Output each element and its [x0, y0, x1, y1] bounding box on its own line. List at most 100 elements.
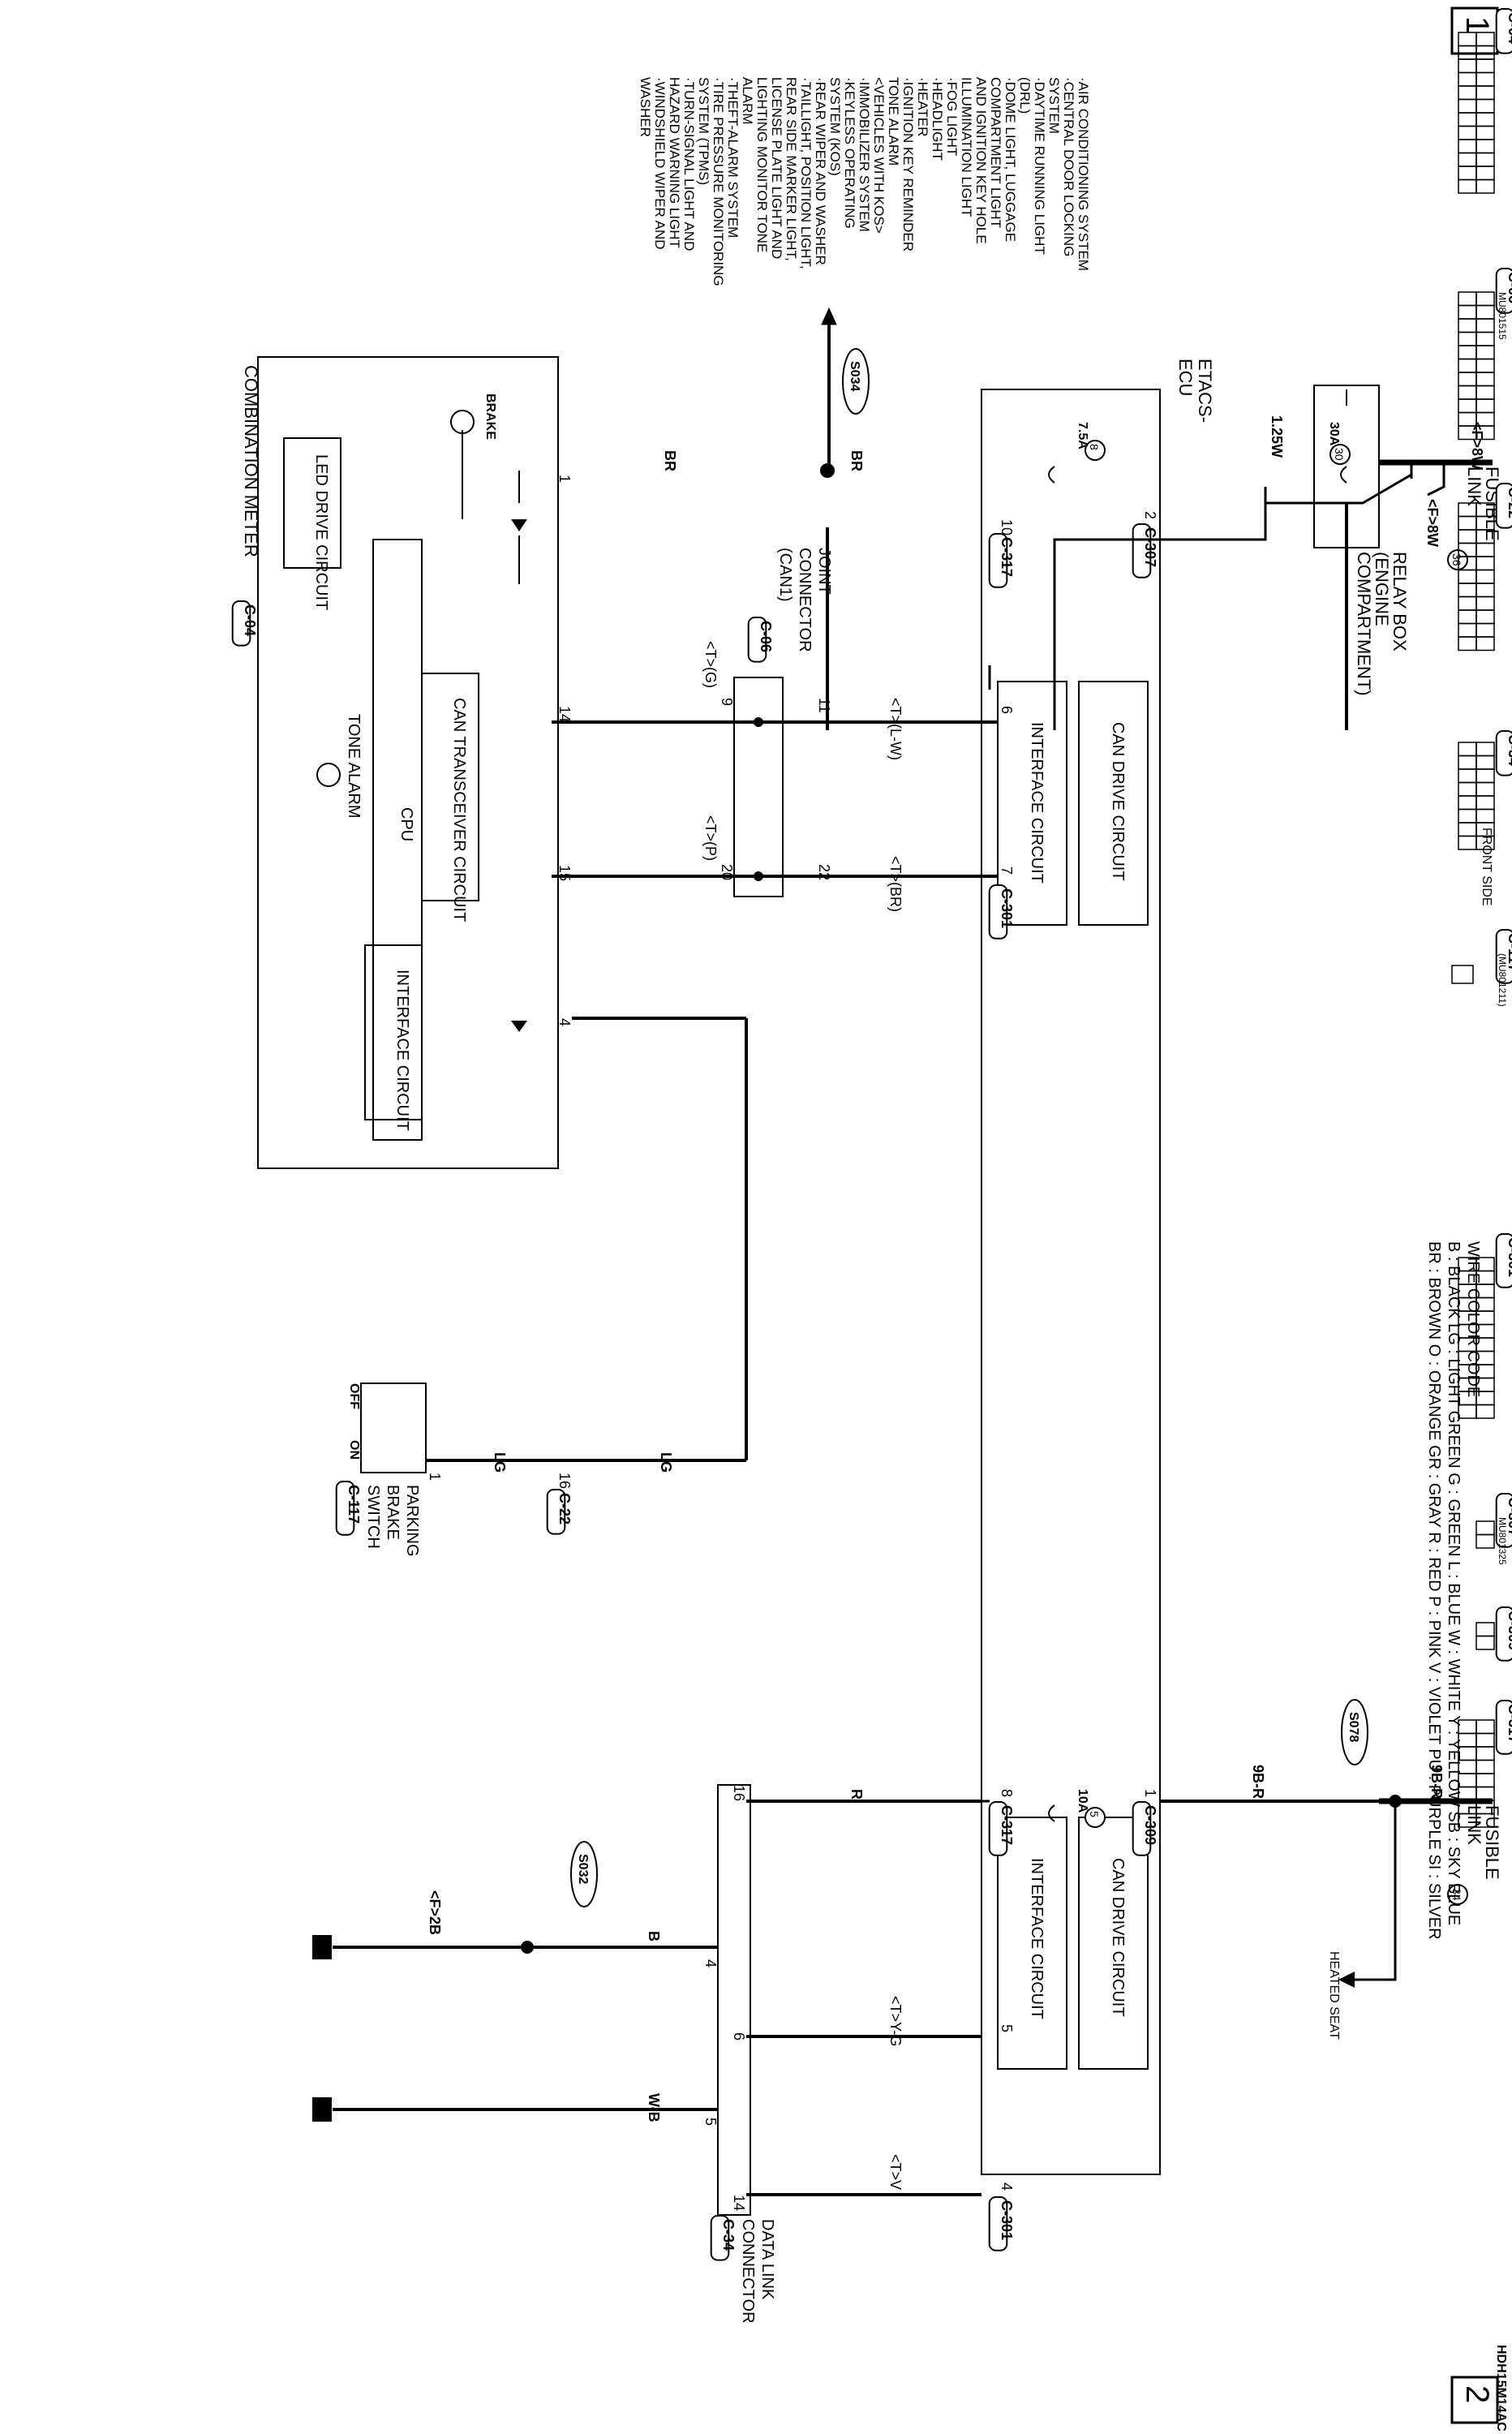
conn-view-c34-cell	[1458, 781, 1477, 797]
system-list-item: ·FOG LIGHT	[944, 77, 960, 156]
conn-view-c22-cell	[1475, 636, 1495, 652]
conn-view-c22-cell	[1475, 569, 1495, 584]
system-list-item: ·HEADLIGHT	[930, 77, 945, 161]
conn-view-c04-cell	[1475, 125, 1495, 140]
tone-alarm-icon	[316, 763, 341, 787]
fusible-link-34-num: 34	[1450, 1888, 1463, 1901]
conn-view-c317-cell	[1475, 1773, 1495, 1788]
conn-view-c04-cell	[1475, 178, 1495, 194]
conn-view-c06-label: C-06	[1506, 272, 1512, 303]
combination-meter-label: COMBINATION METER	[241, 365, 261, 557]
conn-c309-frame	[1132, 1801, 1152, 1856]
conn-view-c06-cell	[1475, 398, 1495, 414]
fuse-5-badge	[1085, 1807, 1106, 1828]
conn-view-c06-cell	[1475, 358, 1495, 373]
can-drive-label-2: CAN DRIVE CIRCUIT	[1109, 1858, 1127, 2017]
conn-view-c04-cell	[1475, 112, 1495, 127]
conn-view-c04-label: C-04	[1506, 12, 1512, 44]
diode-icon-2	[511, 1021, 527, 1032]
conn-view-c317-cell	[1475, 1759, 1495, 1774]
conn-view-c317-cell	[1475, 1746, 1495, 1761]
wire-heated-seat	[1355, 1801, 1397, 1981]
wire-label-r: R	[848, 1789, 865, 1800]
dl-pin-16: 16	[731, 1785, 747, 1801]
system-list-item: ·THEFT-ALARM SYSTEM	[725, 77, 741, 238]
ground-5-box	[312, 1935, 332, 1959]
conn-view-c22-cell	[1458, 622, 1477, 638]
data-link-connector-frame	[717, 1784, 751, 2216]
etacs-label: ETACS-	[1195, 359, 1215, 423]
conn-view-c307-cell	[1475, 1533, 1495, 1549]
conn-view-c22-cell	[1475, 583, 1495, 598]
fuse-5-num: 5	[1088, 1811, 1101, 1817]
fuse-30-badge	[1329, 444, 1351, 465]
conn-c301-b-frame	[988, 2196, 1008, 2251]
conn-view-c34-cell	[1458, 795, 1477, 811]
conn-view-c22-cell	[1458, 609, 1477, 625]
pin-22: 22	[816, 864, 832, 880]
conn-view-c04-cell	[1475, 152, 1495, 167]
fusible-link-34-label: FUSIBLE	[1482, 1805, 1502, 1880]
cpu-block	[372, 539, 423, 1141]
conn-view-c22-cell	[1475, 622, 1495, 638]
pin-1-c309: 1	[1142, 1789, 1158, 1797]
conn-view-c34-cell	[1458, 835, 1477, 850]
dl-pin-14: 14	[731, 2195, 747, 2211]
fuse-8-num: 8	[1088, 444, 1101, 450]
conn-c117: C-117	[346, 1485, 362, 1524]
system-list-item: <VEHICLES WITH KOS>	[871, 77, 887, 234]
conn-view-c22-cell	[1458, 529, 1477, 544]
switch-on-label: ON	[347, 1440, 361, 1460]
conn-view-c04-cell	[1458, 58, 1477, 74]
wire-label-br-1: BR	[848, 450, 865, 471]
fuse-30-num: 30	[1333, 448, 1346, 461]
etacs-label-2: ECU	[1175, 359, 1196, 396]
conn-c307-frame	[1132, 523, 1152, 578]
pin-4: 4	[999, 2182, 1015, 2191]
parking-brake-switch-frame	[360, 1383, 427, 1473]
conn-view-c34-cell	[1458, 808, 1477, 824]
wire-to-fuse8	[1053, 527, 1267, 730]
conn-view-c34-cell	[1475, 781, 1495, 797]
conn-view-c06-cell	[1458, 331, 1477, 346]
conn-c309: C-309	[1142, 1805, 1158, 1845]
conn-view-c117-label: C-117	[1506, 933, 1512, 972]
conn-view-c117-part: (MU801211)	[1497, 953, 1508, 1007]
relay-box-label-2: (ENGINE	[1372, 552, 1392, 626]
conn-c22-frame	[546, 1489, 566, 1535]
fusible-link-36-num: 36	[1450, 553, 1463, 566]
conn-view-c307-label-frame	[1495, 1493, 1512, 1548]
conn-view-c04-cell	[1458, 32, 1477, 47]
conn-view-c307-cell	[1475, 1520, 1495, 1536]
wire-color-code-title: WIRE COLOR CODE	[1464, 1241, 1482, 1397]
fuse-30-symbol	[1340, 466, 1347, 484]
conn-view-c34-cell	[1458, 822, 1477, 837]
conn-view-c301-label-frame	[1495, 1233, 1512, 1288]
fuse-5-rating: 10A	[1076, 1789, 1089, 1813]
system-list-item: COMPARTMENT LIGHT	[988, 77, 1003, 228]
conn-view-c34-cell	[1475, 808, 1495, 824]
brake-label: BRAKE	[483, 393, 497, 440]
system-list-item: AND IGNITION KEY HOLE	[973, 77, 989, 244]
fusible-link-36-label-2: LINK	[1464, 467, 1484, 506]
switch-off-label: OFF	[347, 1383, 361, 1409]
conn-view-c317-cell	[1458, 1813, 1477, 1828]
parking-brake-label: PARKING	[403, 1485, 421, 1557]
interface-block-2	[997, 1817, 1067, 2070]
wire-label-f2b: <F>2B	[427, 1890, 443, 1935]
conn-view-c06-cell	[1458, 385, 1477, 400]
pin-6: 6	[999, 706, 1015, 714]
brake-lamp-icon	[450, 410, 475, 434]
system-list-item: ·IMMOBILIZER SYSTEM	[857, 77, 872, 232]
led-drive-label: LED DRIVE CIRCUIT	[312, 454, 330, 610]
conn-view-c317-label-frame	[1495, 1700, 1512, 1755]
system-list-item: ·REAR WIPER AND WASHER	[813, 77, 828, 265]
wire-label-tyg: <T>Y-G	[887, 1996, 904, 2046]
fuse-30-rating: 30A	[1327, 422, 1341, 446]
system-list-item: SYSTEM	[1046, 77, 1062, 134]
parking-brake-label-2: BRAKE	[384, 1485, 402, 1540]
joint-connector-frame	[733, 677, 784, 897]
joint-dot-2	[754, 871, 763, 881]
interface-3-label: INTERFACE CIRCUIT	[393, 970, 411, 1131]
conn-view-c06-cell	[1458, 318, 1477, 333]
